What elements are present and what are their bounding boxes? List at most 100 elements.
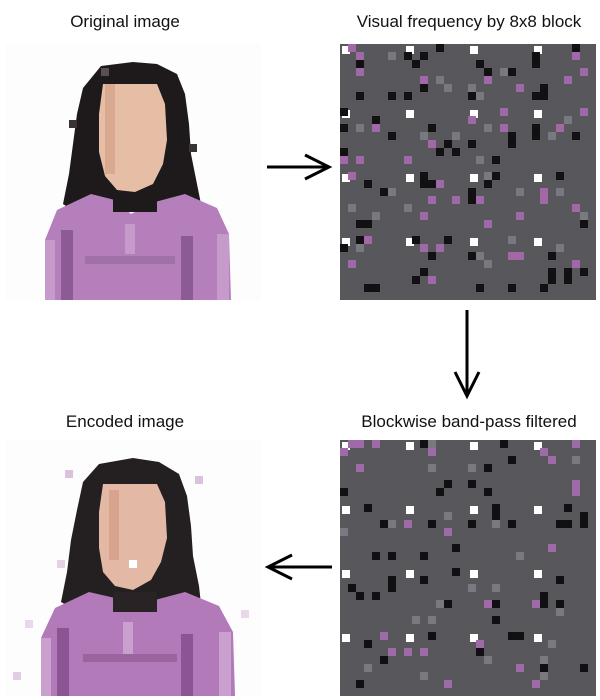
frequency-cell [572, 44, 580, 52]
frequency-dc-cell [406, 634, 414, 642]
frequency-dc-cell [534, 506, 542, 514]
frequency-cell [492, 172, 500, 180]
frequency-cell [412, 616, 420, 624]
frequency-cell [388, 188, 396, 196]
frequency-cell [372, 116, 380, 124]
frequency-cell [364, 640, 372, 648]
frequency-cell [412, 236, 420, 244]
frequency-cell [548, 276, 556, 284]
frequency-cell [372, 440, 380, 448]
frequency-cell [364, 504, 372, 512]
frequency-cell [492, 520, 500, 528]
label-encoded-image: Encoded image [65, 412, 185, 431]
frequency-cell [452, 196, 460, 204]
frequency-cell [412, 276, 420, 284]
frequency-cell [428, 252, 436, 260]
frequency-dc-cell [342, 506, 350, 514]
frequency-cell [540, 196, 548, 204]
frequency-cell [492, 584, 500, 592]
frequency-cell [492, 156, 500, 164]
frequency-cell [508, 140, 516, 148]
frequency-cell [356, 440, 364, 448]
filtered-block-grid [340, 440, 588, 688]
frequency-cell [540, 600, 548, 608]
frequency-dc-cell [534, 570, 542, 578]
frequency-cell [388, 92, 396, 100]
frequency-cell [556, 608, 564, 616]
frequency-cell [380, 188, 388, 196]
frequency-cell [420, 132, 428, 140]
frequency-cell [580, 108, 588, 116]
frequency-cell [452, 568, 460, 576]
frequency-cell [540, 592, 548, 600]
frequency-cell [436, 76, 444, 84]
frequency-dc-cell [470, 174, 478, 182]
frequency-cell [476, 92, 484, 100]
frequency-cell [532, 92, 540, 100]
frequency-cell [340, 108, 348, 116]
frequency-cell [548, 544, 556, 552]
original-image [5, 44, 261, 300]
frequency-cell [404, 648, 412, 656]
frequency-cell [348, 260, 356, 268]
frequency-cell [356, 124, 364, 132]
frequency-cell [444, 680, 452, 688]
frequency-cell [436, 44, 444, 52]
frequency-cell [580, 220, 588, 228]
frequency-cell [484, 180, 492, 188]
frequency-cell [388, 648, 396, 656]
frequency-cell [444, 480, 452, 488]
frequency-cell [572, 456, 580, 464]
frequency-cell [436, 180, 444, 188]
frequency-cell [444, 600, 452, 608]
frequency-dc-cell [534, 442, 542, 450]
frequency-cell [420, 268, 428, 276]
label-original-image: Original image [70, 12, 180, 31]
frequency-cell [484, 464, 492, 472]
frequency-cell [508, 132, 516, 140]
frequency-cell [476, 60, 484, 68]
frequency-cell [364, 180, 372, 188]
original-portrait-svg [5, 44, 261, 300]
frequency-dc-cell [342, 46, 350, 54]
frequency-cell [468, 464, 476, 472]
frequency-cell [564, 504, 572, 512]
encoded-portrait-svg [5, 440, 261, 696]
frequency-blocks-svg [340, 44, 596, 300]
frequency-cell [476, 284, 484, 292]
frequency-cell [476, 648, 484, 656]
frequency-cell [468, 196, 476, 204]
frequency-dc-cell [470, 570, 478, 578]
frequency-cell [356, 52, 364, 60]
frequency-cell [572, 204, 580, 212]
frequency-cell [508, 236, 516, 244]
frequency-cell [356, 592, 364, 600]
frequency-cell [484, 600, 492, 608]
frequency-cell [428, 276, 436, 284]
frequency-cell [340, 528, 348, 536]
frequency-dc-cell [406, 570, 414, 578]
frequency-cell [540, 448, 548, 456]
frequency-cell [572, 480, 580, 488]
frequency-cell [420, 84, 428, 92]
filtered-blocks-svg [340, 440, 596, 696]
frequency-cell [420, 180, 428, 188]
frequency-cell [580, 664, 588, 672]
frequency-cell [540, 664, 548, 672]
frequency-cell [348, 172, 356, 180]
frequency-cell [356, 244, 364, 252]
frequency-cell [564, 276, 572, 284]
frequency-cell [532, 600, 540, 608]
frequency-cell [428, 140, 436, 148]
frequency-cell [492, 616, 500, 624]
frequency-cell [436, 244, 444, 252]
frequency-cell [548, 640, 556, 648]
frequency-cell [340, 124, 348, 132]
frequency-cell [580, 68, 588, 76]
frequency-cell [516, 552, 524, 560]
frequency-cell [508, 284, 516, 292]
frequency-cell [356, 60, 364, 68]
frequency-cell [484, 68, 492, 76]
frequency-cell [508, 68, 516, 76]
frequency-cell [556, 600, 564, 608]
